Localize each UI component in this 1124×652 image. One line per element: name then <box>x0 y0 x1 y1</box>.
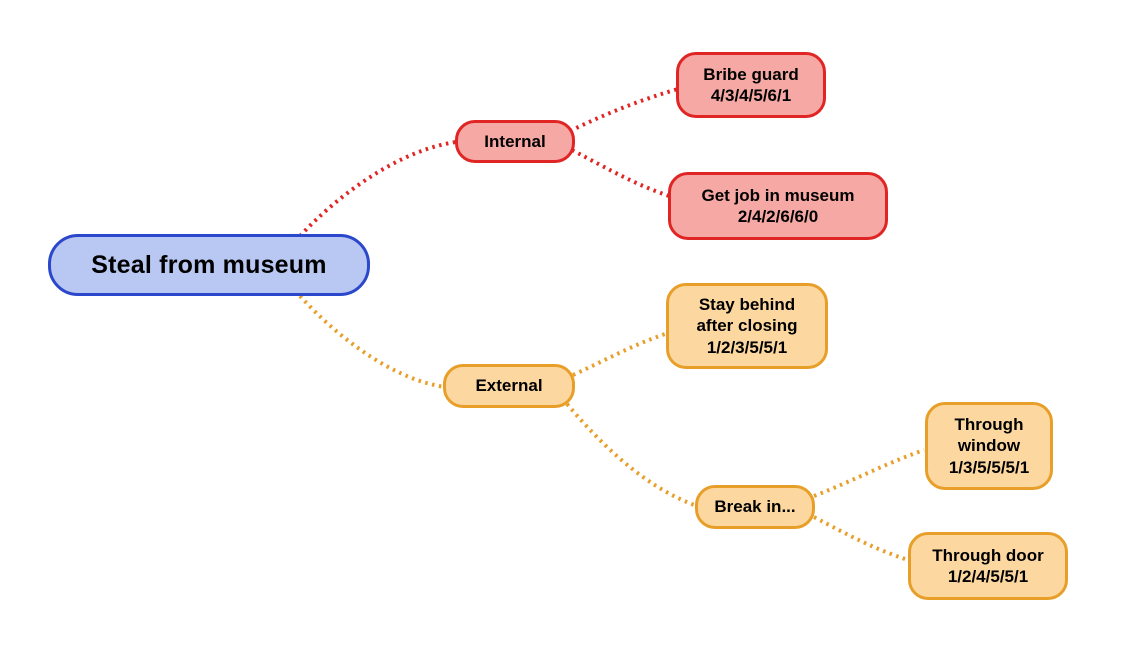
node-through-window[interactable]: Through window 1/3/5/5/5/1 <box>925 402 1053 490</box>
connector-internal-get-job <box>571 148 673 199</box>
node-internal-label: Internal <box>484 131 546 151</box>
node-bribe-guard-score: 4/3/4/5/6/1 <box>710 86 792 105</box>
node-root-label: Steal from museum <box>91 250 327 279</box>
node-get-job-score: 2/4/2/6/6/0 <box>737 207 819 226</box>
connector-break-in-through-door <box>813 515 909 562</box>
node-external[interactable]: External <box>443 364 575 408</box>
node-through-door-label: Through door <box>932 545 1044 565</box>
node-root[interactable]: Steal from museum <box>48 234 370 296</box>
node-internal[interactable]: Internal <box>455 120 575 163</box>
node-get-job[interactable]: Get job in museum 2/4/2/6/6/0 <box>668 172 888 240</box>
node-stay-behind-score: 1/2/3/5/5/1 <box>706 337 788 357</box>
node-through-window-score: 1/3/5/5/5/1 <box>948 457 1030 477</box>
connector-external-break-in <box>565 402 698 508</box>
node-through-door-score: 1/2/4/5/5/1 <box>947 567 1029 586</box>
connector-root-internal <box>298 140 457 238</box>
connector-break-in-through-window <box>813 448 925 498</box>
node-break-in-label: Break in... <box>714 497 796 517</box>
node-break-in[interactable]: Break in... <box>695 485 815 529</box>
node-through-window-label: Through window <box>954 415 1024 456</box>
node-stay-behind[interactable]: Stay behind after closing 1/2/3/5/5/1 <box>666 283 828 369</box>
node-bribe-guard-label: Bribe guard <box>703 64 799 84</box>
connector-root-external <box>298 294 446 389</box>
connector-internal-bribe-guard <box>569 87 679 133</box>
node-through-door[interactable]: Through door 1/2/4/5/5/1 <box>908 532 1068 600</box>
connector-external-stay-behind <box>572 331 669 377</box>
node-bribe-guard[interactable]: Bribe guard 4/3/4/5/6/1 <box>676 52 826 118</box>
node-get-job-label: Get job in museum <box>701 185 855 205</box>
node-external-label: External <box>475 376 543 396</box>
node-stay-behind-label: Stay behind after closing <box>696 295 798 336</box>
